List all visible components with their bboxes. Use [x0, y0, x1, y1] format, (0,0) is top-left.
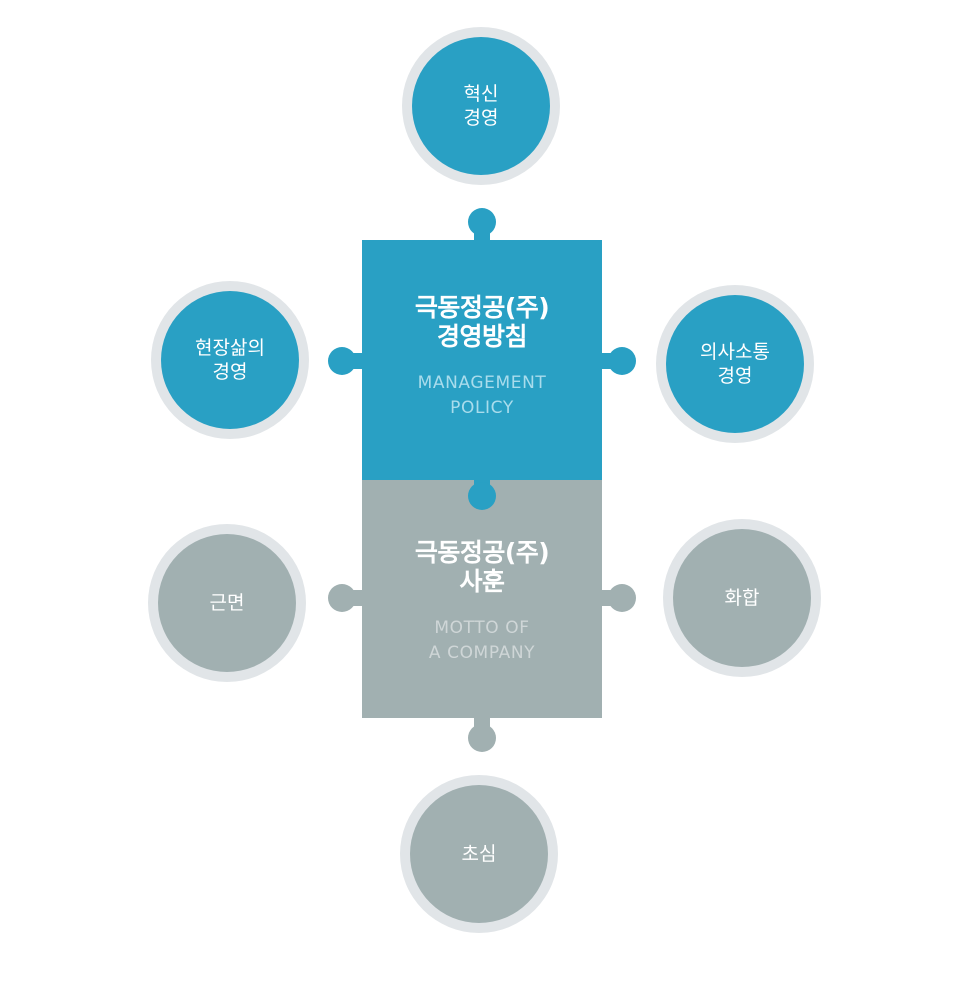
policy-item-communication: 의사소통 경영	[656, 285, 814, 443]
motto-item-diligence-body: 근면	[158, 534, 296, 672]
policy-item-innovation-body: 혁신 경영	[412, 37, 550, 175]
company-motto-piece: 극동정공(주) 사훈 MOTTO OF A COMPANY	[362, 538, 602, 666]
connector-knob	[468, 478, 496, 510]
policy-item-communication-line1: 의사소통	[700, 341, 770, 363]
policy-item-field-line1: 현장삶의	[195, 337, 265, 359]
motto-item-harmony-body: 화합	[673, 529, 811, 667]
company-motto-subtitle-line2: A COMPANY	[428, 643, 536, 663]
company-motto-title-line2: 사훈	[459, 567, 505, 596]
policy-item-communication-line2: 경영	[717, 365, 753, 387]
management-policy-title-line1: 극동정공(주)	[414, 293, 550, 322]
management-policy-title-line2: 경영방침	[436, 322, 528, 351]
policy-item-innovation-line1: 혁신	[463, 83, 499, 105]
policy-item-innovation: 혁신 경영	[402, 27, 560, 185]
company-motto-subtitle-line1: MOTTO OF	[434, 618, 530, 638]
motto-item-diligence-label: 근면	[209, 592, 245, 614]
company-motto-piece-shape	[328, 480, 636, 752]
motto-item-first-mind-label: 초심	[461, 843, 497, 865]
management-policy-subtitle-line2: POLICY	[450, 398, 514, 418]
management-policy-piece: 극동정공(주) 경영방침 MANAGEMENT POLICY	[362, 293, 602, 421]
company-motto-title-line1: 극동정공(주)	[414, 538, 550, 567]
motto-item-first-mind-body: 초심	[410, 785, 548, 923]
motto-item-harmony: 화합	[663, 519, 821, 677]
policy-item-field-line2: 경영	[212, 361, 248, 383]
management-policy-subtitle-line1: MANAGEMENT	[417, 373, 547, 393]
policy-item-innovation-line2: 경영	[463, 107, 499, 129]
motto-item-first-mind: 초심	[400, 775, 558, 933]
policy-item-field-body: 현장삶의 경영	[161, 291, 299, 429]
motto-item-diligence: 근면	[148, 524, 306, 682]
management-policy-piece-shape	[328, 208, 636, 480]
motto-item-harmony-label: 화합	[724, 587, 760, 609]
policy-item-communication-body: 의사소통 경영	[666, 295, 804, 433]
policy-item-field: 현장삶의 경영	[151, 281, 309, 439]
